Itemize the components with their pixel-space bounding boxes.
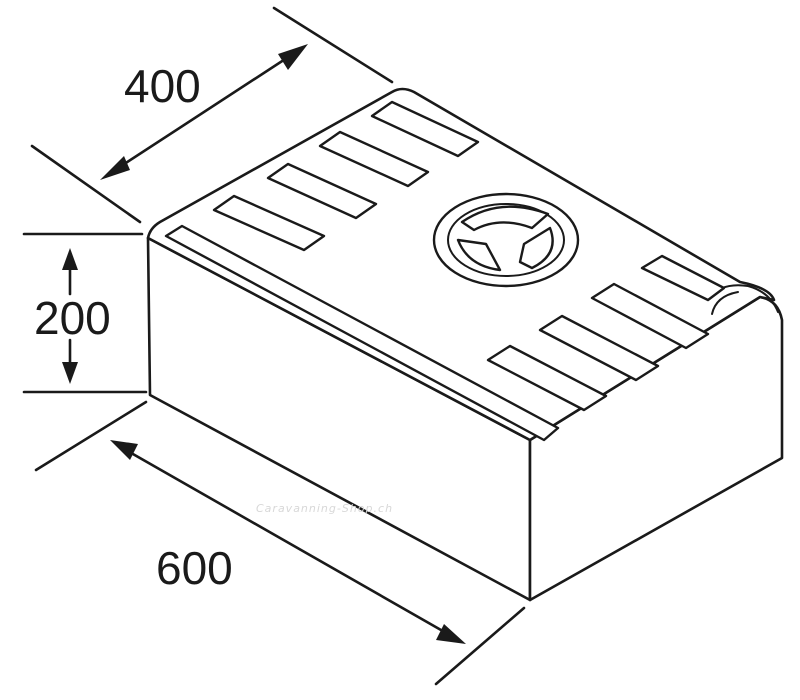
- dimension-width: 600: [34, 400, 526, 686]
- extension-line: [34, 400, 148, 472]
- tank-corner-bump-inner: [711, 291, 739, 315]
- dimension-label-width: 600: [156, 542, 233, 594]
- dimension-height: 200: [22, 232, 148, 394]
- cap-spoke-top: [460, 205, 550, 232]
- dimension-label-height: 200: [34, 292, 111, 344]
- slot: [640, 254, 726, 302]
- arrow-head: [436, 624, 466, 644]
- dimension-line: [110, 50, 298, 174]
- slot: [318, 130, 430, 188]
- dimension-label-depth: 400: [124, 60, 201, 112]
- filler-cap: [432, 192, 580, 288]
- arrow-head: [110, 440, 138, 460]
- slot: [538, 314, 660, 382]
- left-slots: [212, 100, 480, 252]
- right-slots: [486, 254, 726, 412]
- watermark: Caravanning-Shop.ch: [256, 502, 393, 515]
- arrow-head: [278, 44, 308, 70]
- arrow-head: [100, 156, 130, 180]
- arrow-head: [62, 248, 78, 270]
- cap-spoke-right: [518, 226, 554, 270]
- front-ridge: [164, 224, 560, 442]
- slot: [486, 344, 608, 412]
- dimension-line: [124, 448, 450, 636]
- arrow-head: [62, 362, 78, 384]
- extension-line: [30, 144, 142, 224]
- slot: [590, 282, 710, 350]
- extension-line: [434, 606, 526, 686]
- slot: [266, 162, 378, 220]
- slot: [212, 194, 326, 252]
- dimension-depth: 400: [30, 6, 394, 224]
- cap-spoke-left: [456, 238, 502, 272]
- extension-line: [272, 6, 394, 84]
- slot: [370, 100, 480, 158]
